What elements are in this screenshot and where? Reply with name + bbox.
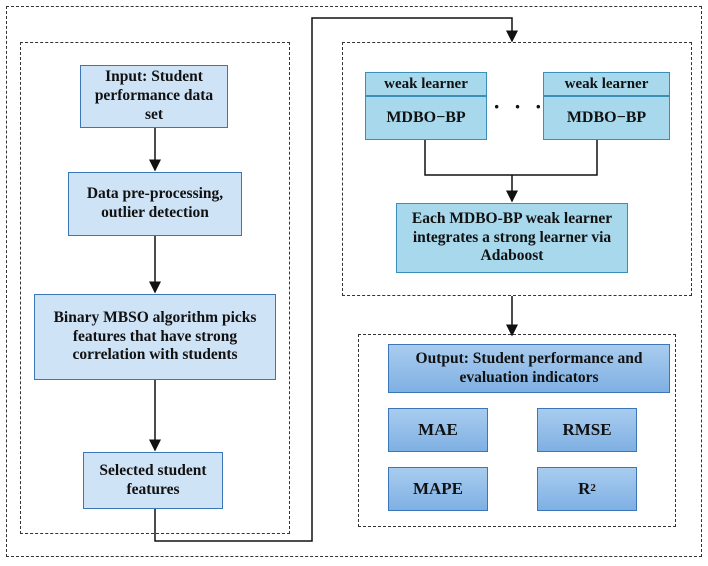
output-title-box: Output: Student performance and evaluati… xyxy=(388,344,670,393)
feature-select-box: Binary MBSO algorithm picks features tha… xyxy=(34,294,276,380)
strong-learner-box: Each MDBO-BP weak learner integrates a s… xyxy=(396,203,628,273)
metric-mae: MAE xyxy=(388,408,488,452)
ensemble-panel xyxy=(342,42,692,296)
metric-r2-superscript: 2 xyxy=(590,482,596,495)
metric-mape: MAPE xyxy=(388,467,488,511)
line-weak1-down xyxy=(424,140,512,176)
preprocess-box: Data pre-processing, outlier detection xyxy=(68,172,242,236)
metric-rmse: RMSE xyxy=(537,408,637,452)
selected-features-box: Selected student features xyxy=(83,452,223,509)
line-weak2-down xyxy=(512,140,598,176)
weak-learner-2-body: MDBO−BP xyxy=(543,96,670,140)
metric-r2-label: R xyxy=(578,478,591,498)
input-box: Input: Student performance data set xyxy=(80,65,228,128)
arrow-selected-to-ensemble xyxy=(154,17,518,542)
ellipsis: · · · xyxy=(493,94,547,119)
weak-learner-1-body: MDBO−BP xyxy=(365,96,487,140)
weak-learner-1-header: weak learner xyxy=(365,72,487,96)
outer-frame xyxy=(6,6,702,557)
weak-learner-2-header: weak learner xyxy=(543,72,670,96)
